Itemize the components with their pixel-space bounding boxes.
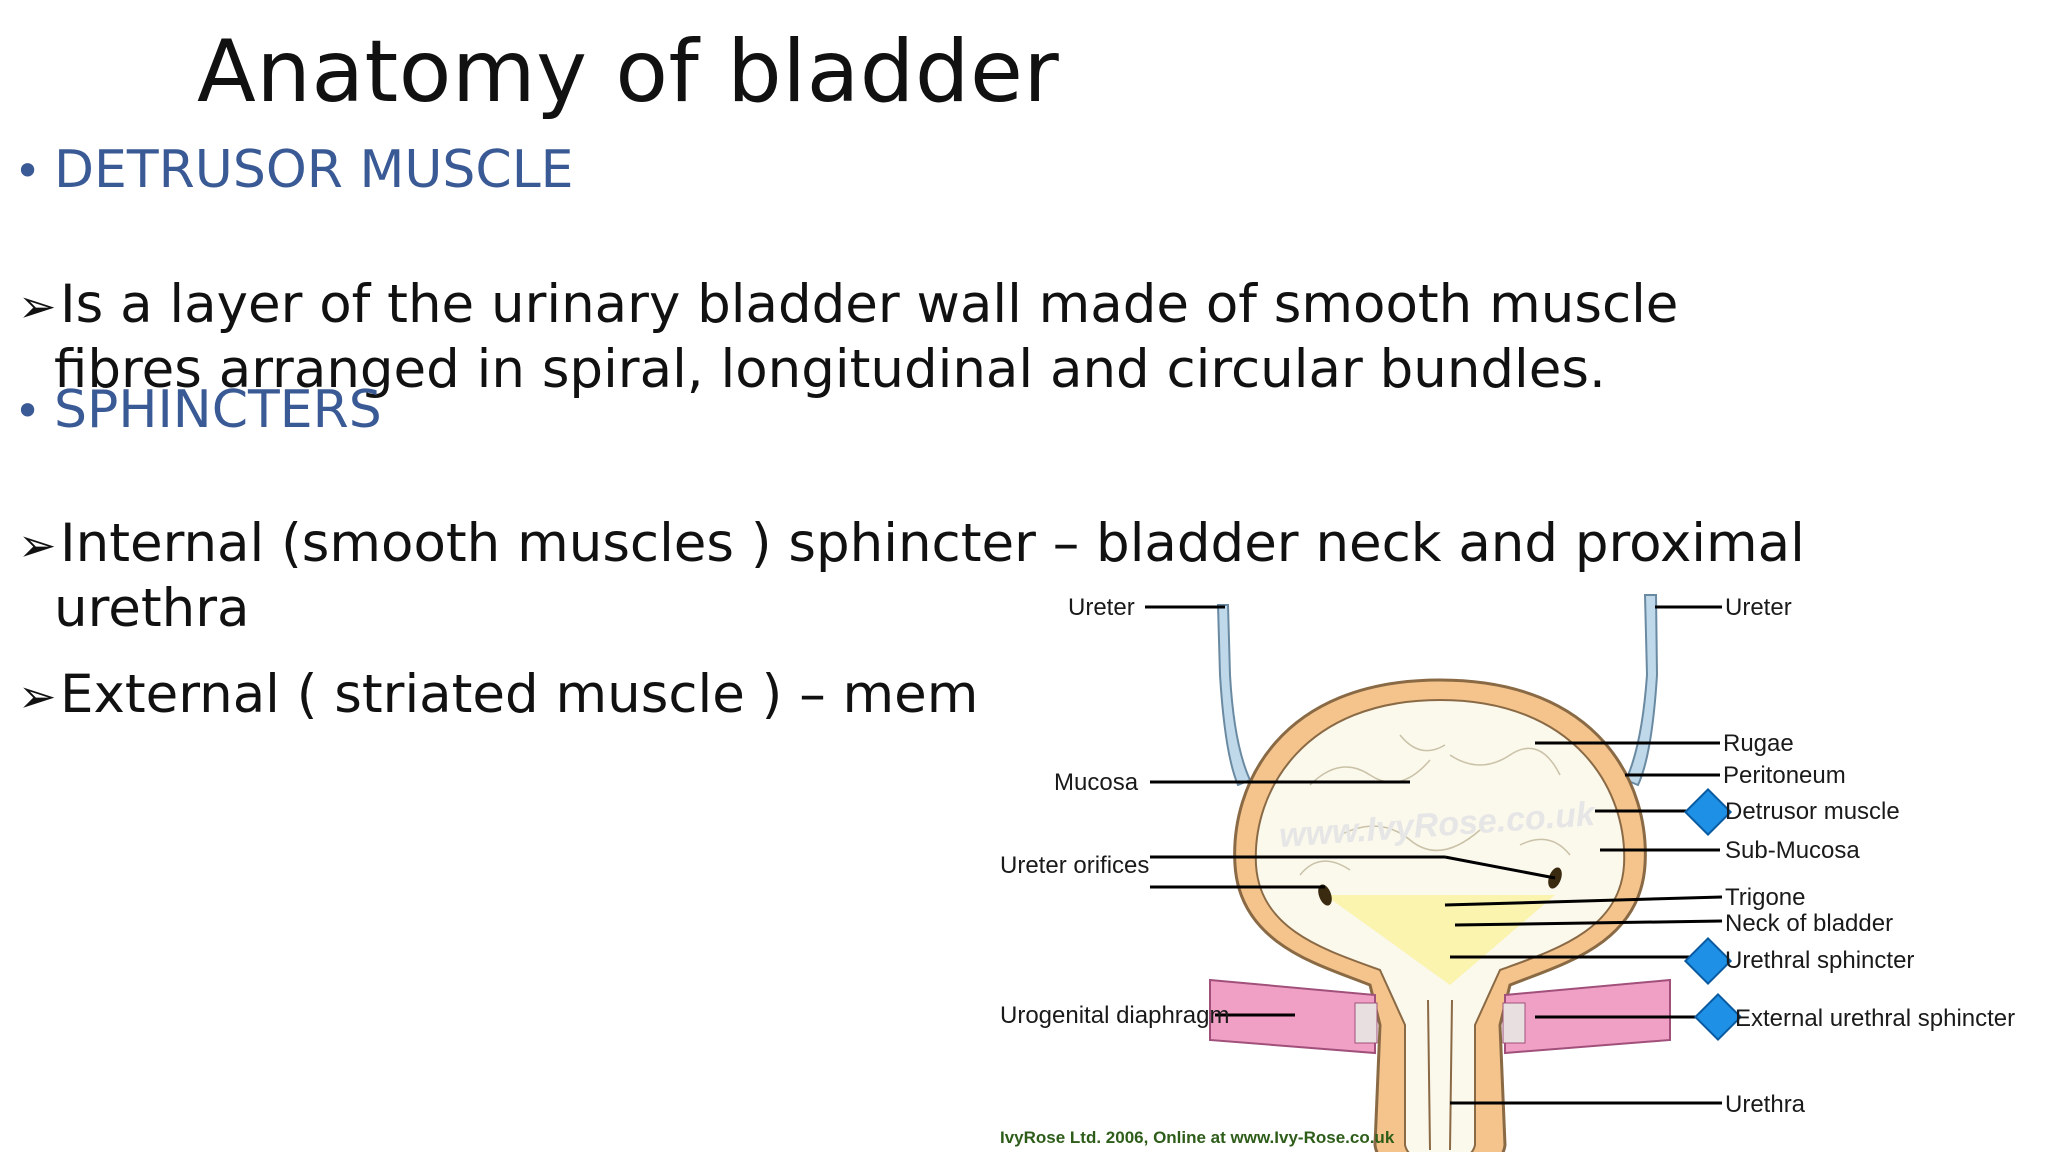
label-peritoneum: Peritoneum bbox=[1723, 762, 1846, 789]
diagram-credit: IvyRose Ltd. 2006, Online at www.Ivy-Ros… bbox=[1000, 1128, 1395, 1147]
bullet-heading-sphincters: •SPHINCTERS bbox=[14, 380, 382, 440]
bullet-dot-icon: • bbox=[14, 144, 42, 198]
arrow-bullet-icon: ➢ bbox=[18, 279, 57, 333]
label-ureter-orifices: Ureter orifices bbox=[1000, 852, 1149, 879]
label-sub-mucosa: Sub-Mucosa bbox=[1725, 837, 1860, 864]
left-ureter-orifice bbox=[1318, 884, 1332, 906]
label-urogenital-diaphragm: Urogenital diaphragm bbox=[1000, 1002, 1229, 1029]
detrusor-marker-icon bbox=[1683, 787, 1733, 837]
external-sphincter-marker-icon bbox=[1693, 992, 1743, 1042]
label-rugae: Rugae bbox=[1723, 730, 1794, 757]
external-sphincter-right bbox=[1502, 1002, 1526, 1044]
label-ureter-right: Ureter bbox=[1725, 594, 1792, 621]
external-sphincter-description: ➢External ( striated muscle ) – membrano… bbox=[18, 663, 993, 728]
bladder-diagram-svg: www.IvyRose.co.uk bbox=[1000, 594, 2015, 1157]
label-neck-of-bladder: Neck of bladder bbox=[1725, 910, 1893, 937]
internal-sphincter-description: ➢Internal (smooth muscles ) sphincter – … bbox=[18, 513, 1805, 639]
left-ureter bbox=[1216, 604, 1252, 787]
slide-title: Anatomy of bladder bbox=[197, 22, 1060, 122]
urethra-canal bbox=[1427, 999, 1453, 1151]
label-trigone: Trigone bbox=[1725, 884, 1805, 911]
label-ureter-left: Ureter bbox=[1068, 594, 1135, 621]
label-urethra: Urethra bbox=[1725, 1091, 1806, 1118]
detrusor-description: ➢Is a layer of the urinary bladder wall … bbox=[18, 274, 1679, 400]
arrow-bullet-icon: ➢ bbox=[18, 518, 57, 572]
bladder-diagram: www.IvyRose.co.uk bbox=[980, 585, 2040, 1157]
right-ureter bbox=[1624, 594, 1659, 787]
bullet-dot-icon: • bbox=[14, 384, 42, 438]
label-detrusor-muscle: Detrusor muscle bbox=[1725, 798, 1900, 825]
label-mucosa: Mucosa bbox=[1054, 769, 1139, 796]
external-sphincter-left bbox=[1354, 1002, 1378, 1044]
urethral-sphincter-marker-icon bbox=[1683, 936, 1733, 986]
bullet-heading-detrusor: •DETRUSOR MUSCLE bbox=[14, 140, 574, 200]
arrow-bullet-icon: ➢ bbox=[18, 669, 57, 723]
trigone bbox=[1325, 895, 1555, 985]
label-urethral-sphincter: Urethral sphincter bbox=[1725, 947, 1914, 974]
rugae-folds bbox=[1299, 734, 1571, 876]
label-external-urethral-sphincter: External urethral sphincter bbox=[1735, 1005, 2015, 1032]
